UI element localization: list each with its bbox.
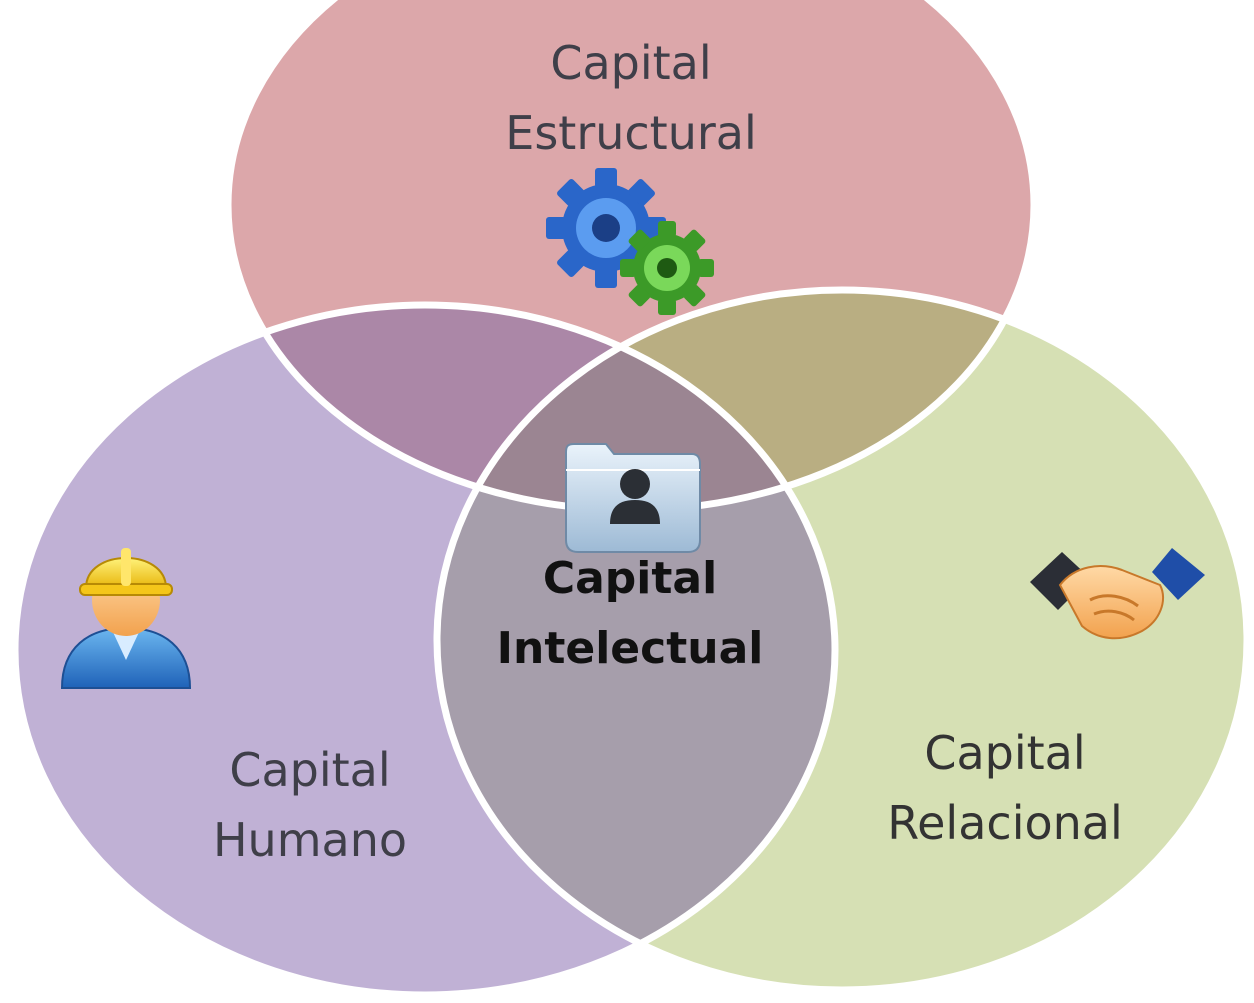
handshake-icon	[1030, 548, 1205, 640]
label-capital-estructural: Capital Estructural	[505, 36, 757, 160]
label-capital-humano: Capital Humano	[212, 743, 408, 867]
worker-icon	[60, 548, 192, 689]
label-capital-relacional: Capital Relacional	[887, 726, 1123, 850]
person-folder-icon	[565, 443, 701, 553]
label-capital-intelectual: Capital Intelectual	[496, 553, 764, 674]
gears-icon	[546, 168, 714, 315]
